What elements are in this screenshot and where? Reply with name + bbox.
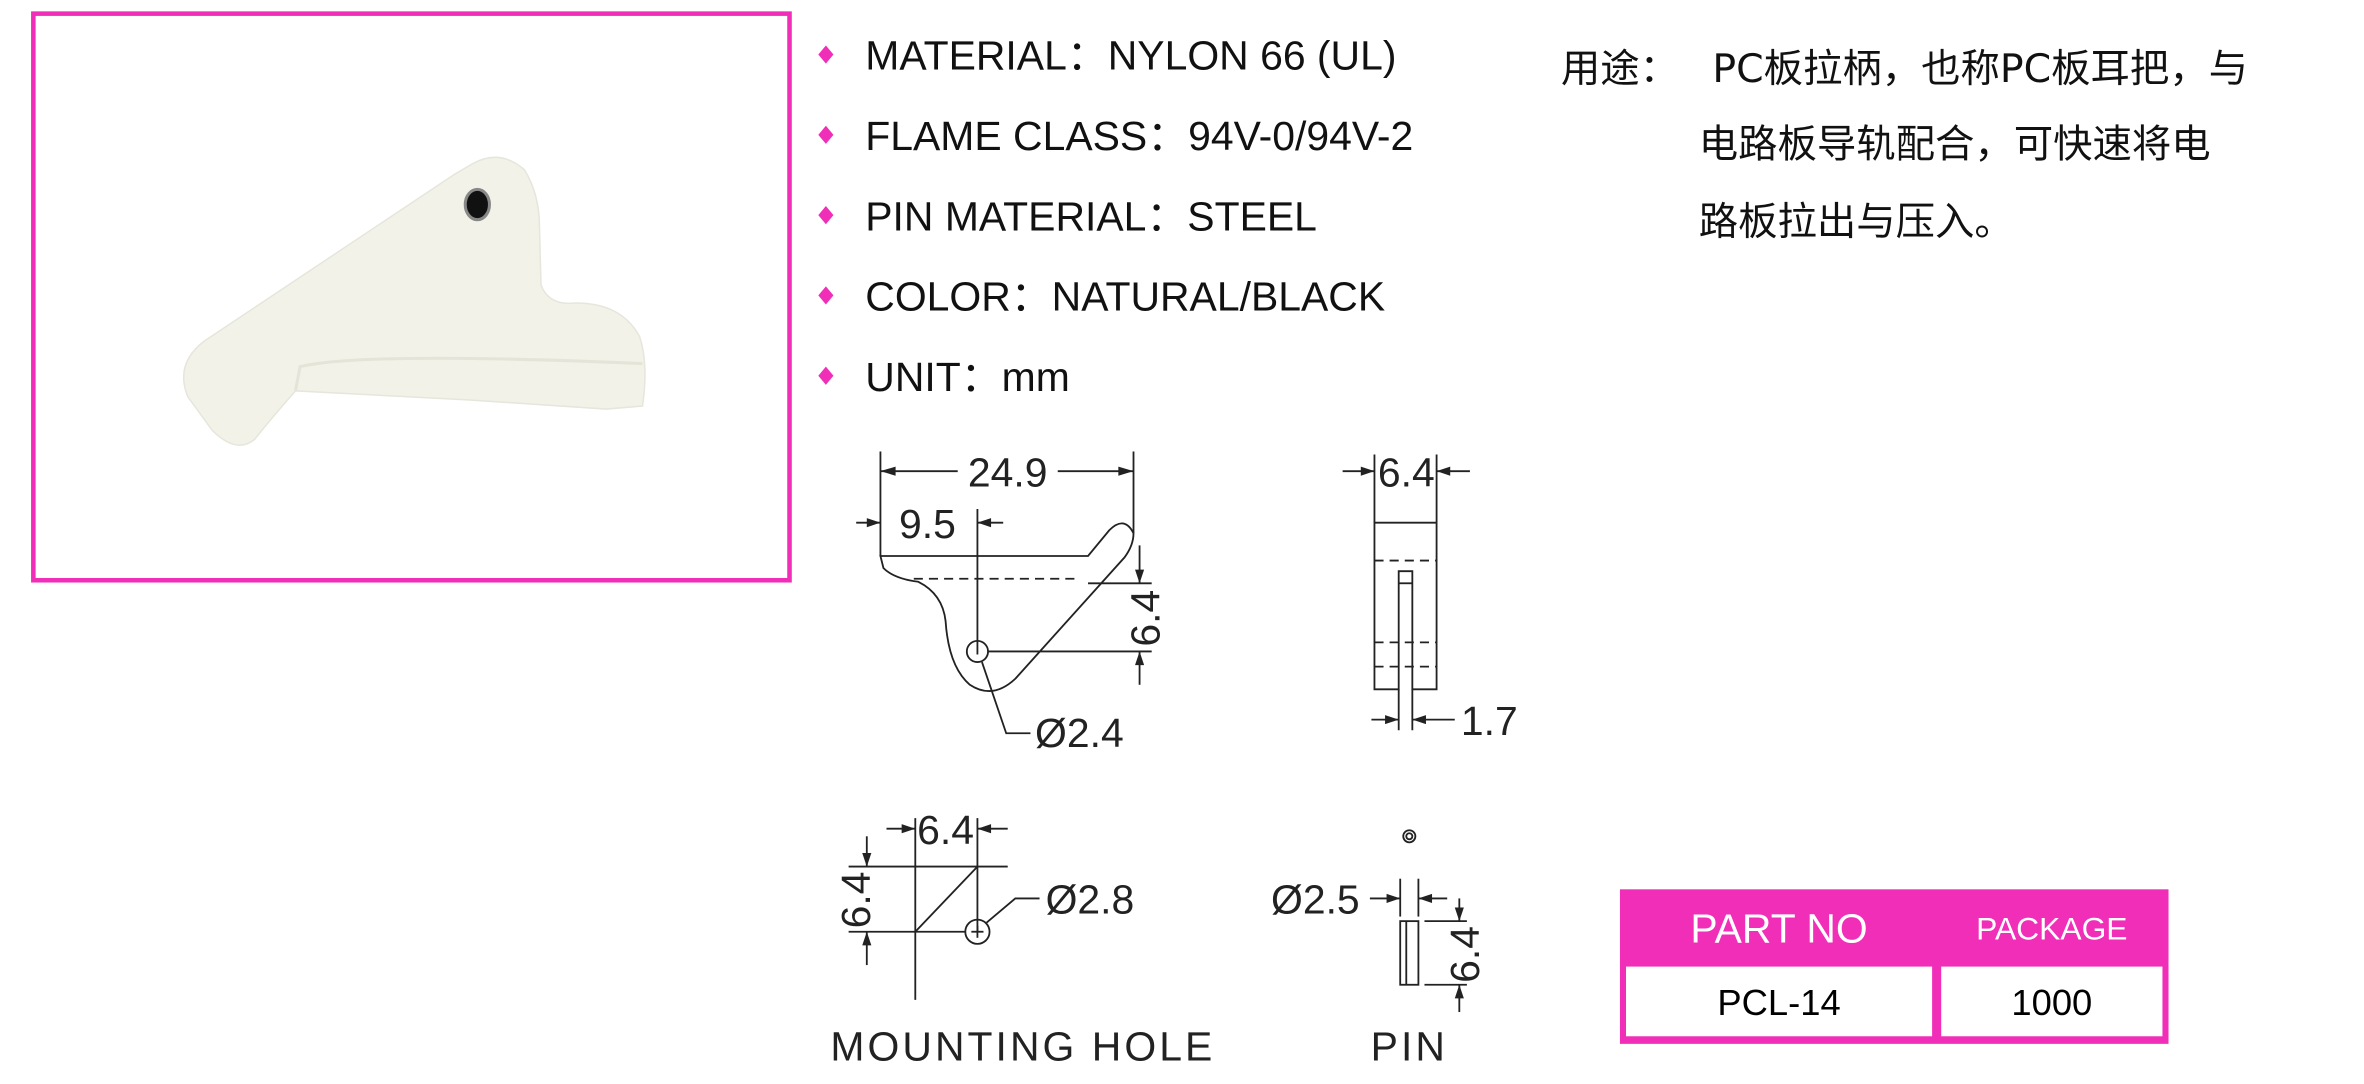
spec-item: FLAME CLASS：94V-0/94V-2 <box>818 113 1413 159</box>
dim-hole: Ø2.4 <box>1035 710 1124 756</box>
spec-flame-class: FLAME CLASS：94V-0/94V-2 <box>865 113 1413 159</box>
header-package: PACKAGE <box>1976 910 2127 946</box>
cell-part-no: PCL-14 <box>1717 982 1840 1023</box>
spec-item: COLOR：NATURAL/BLACK <box>818 274 1385 320</box>
dim-mounting-v: 6.4 <box>833 871 879 928</box>
spec-item: UNIT：mm <box>818 354 1070 400</box>
dim-pin-len: 6.4 <box>1442 926 1488 983</box>
spec-item: MATERIAL：NYLON 66 (UL) <box>818 33 1397 79</box>
usage-line: 路板拉出与压入。 <box>1699 199 2014 245</box>
bullet-diamond-icon <box>818 45 834 64</box>
drawing-mounting-hole: 6.4 6.4 Ø2.8 MOUNTING HOLE <box>830 807 1215 1070</box>
usage-title: 用途： <box>1561 46 1679 92</box>
part-table: PART NO PACKAGE PCL-14 1000 <box>1619 889 2169 1044</box>
spec-color: COLOR：NATURAL/BLACK <box>865 274 1385 320</box>
bullet-diamond-icon <box>818 366 834 385</box>
bullet-diamond-icon <box>818 286 834 305</box>
bullet-diamond-icon <box>818 206 834 225</box>
cell-package: 1000 <box>2011 982 2092 1023</box>
pin-label: PIN <box>1371 1024 1448 1070</box>
product-photo <box>31 11 792 583</box>
usage-line: 电路板导轨配合，可快速将电 <box>1699 122 2211 168</box>
dim-height: 6.4 <box>1122 590 1168 647</box>
bullet-diamond-icon <box>818 125 834 144</box>
header-part-no: PART NO <box>1690 905 1867 951</box>
spec-list: MATERIAL：NYLON 66 (UL) FLAME CLASS：94V-0… <box>818 33 1413 400</box>
spec-unit: UNIT：mm <box>865 354 1070 400</box>
dim-width: 24.9 <box>968 449 1048 495</box>
spec-material: MATERIAL：NYLON 66 (UL) <box>865 33 1396 79</box>
spec-item: PIN MATERIAL：STEEL <box>818 193 1317 239</box>
drawing-pin: Ø2.5 6.4 PIN <box>1271 829 1488 1070</box>
usage-line: PC板拉柄，也称PC板耳把，与 <box>1712 46 2248 92</box>
dim-mounting-hole: Ø2.8 <box>1046 877 1135 923</box>
usage-description: 用途： PC板拉柄，也称PC板耳把，与 电路板导轨配合，可快速将电 路板拉出与压… <box>1561 46 2248 245</box>
pin-hole-image <box>463 187 491 222</box>
mounting-hole-label: MOUNTING HOLE <box>830 1024 1215 1070</box>
dim-side-width: 6.4 <box>1378 449 1435 495</box>
dim-pin-dia: Ø2.5 <box>1271 877 1360 923</box>
dim-mounting-h: 6.4 <box>917 807 974 853</box>
dim-offset: 9.5 <box>899 501 956 547</box>
dim-slot: 1.7 <box>1461 698 1518 744</box>
drawing-main-view: 24.9 9.5 6.4 Ø2.4 <box>856 449 1168 756</box>
drawing-side-view: 6.4 1.7 <box>1342 449 1518 744</box>
spec-pin-material: PIN MATERIAL：STEEL <box>865 193 1317 239</box>
